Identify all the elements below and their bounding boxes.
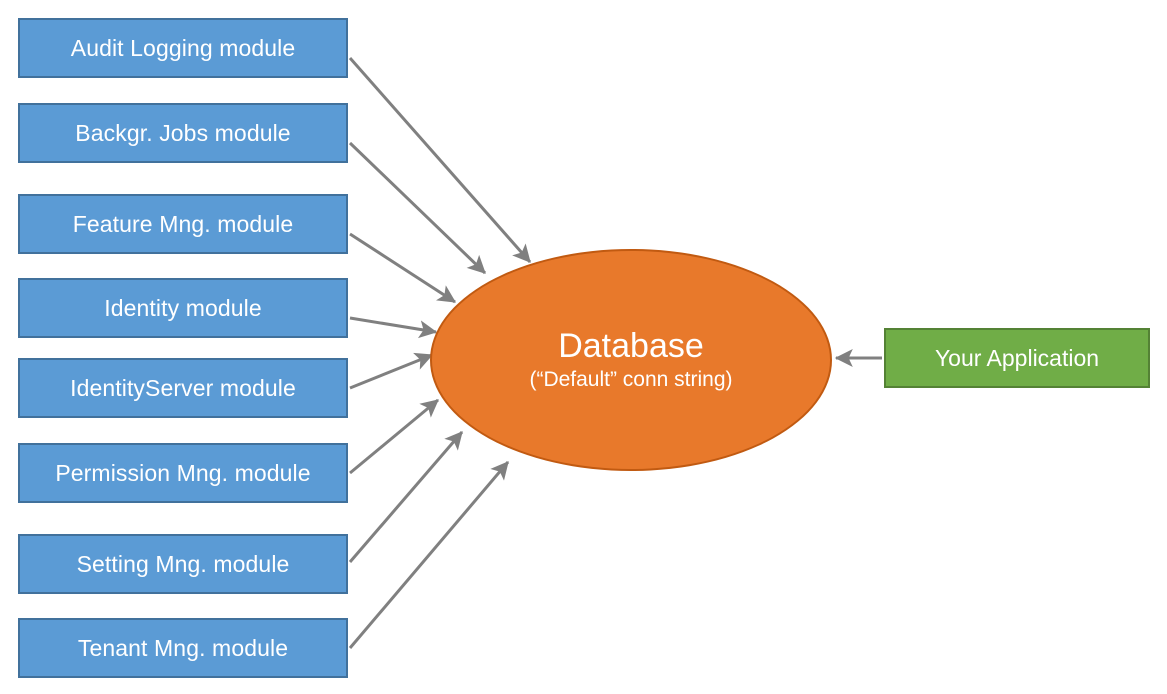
database-title: Database	[558, 326, 704, 365]
connector-arrow	[348, 431, 464, 563]
connector-arrow	[349, 398, 439, 475]
module-box-permission-management[interactable]: Permission Mng. module	[18, 443, 348, 503]
module-label: Setting Mng. module	[76, 550, 290, 577]
module-label: Identity module	[104, 294, 262, 321]
module-label: Feature Mng. module	[72, 210, 294, 237]
module-label: Tenant Mng. module	[77, 634, 289, 661]
application-label: Your Application	[934, 344, 1100, 371]
module-label: Audit Logging module	[70, 34, 296, 61]
connector-arrow	[349, 316, 438, 339]
connector-arrow	[348, 461, 510, 649]
module-label: Permission Mng. module	[55, 459, 311, 486]
module-box-background-jobs[interactable]: Backgr. Jobs module	[18, 103, 348, 163]
module-box-identityserver[interactable]: IdentityServer module	[18, 358, 348, 418]
module-box-audit-logging[interactable]: Audit Logging module	[18, 18, 348, 78]
module-box-identity[interactable]: Identity module	[18, 278, 348, 338]
connector-arrow	[348, 141, 487, 275]
connector-arrow	[349, 232, 457, 304]
module-label: Backgr. Jobs module	[75, 119, 291, 146]
database-node[interactable]: Database (“Default” conn string)	[430, 249, 832, 471]
database-subtitle: (“Default” conn string)	[529, 368, 733, 392]
module-label: IdentityServer module	[70, 374, 296, 401]
module-box-feature-management[interactable]: Feature Mng. module	[18, 194, 348, 254]
connector-arrow	[349, 352, 434, 390]
module-box-tenant-management[interactable]: Tenant Mng. module	[18, 618, 348, 678]
application-node[interactable]: Your Application	[884, 328, 1150, 388]
connector-arrow	[348, 57, 532, 263]
module-box-setting-management[interactable]: Setting Mng. module	[18, 534, 348, 594]
